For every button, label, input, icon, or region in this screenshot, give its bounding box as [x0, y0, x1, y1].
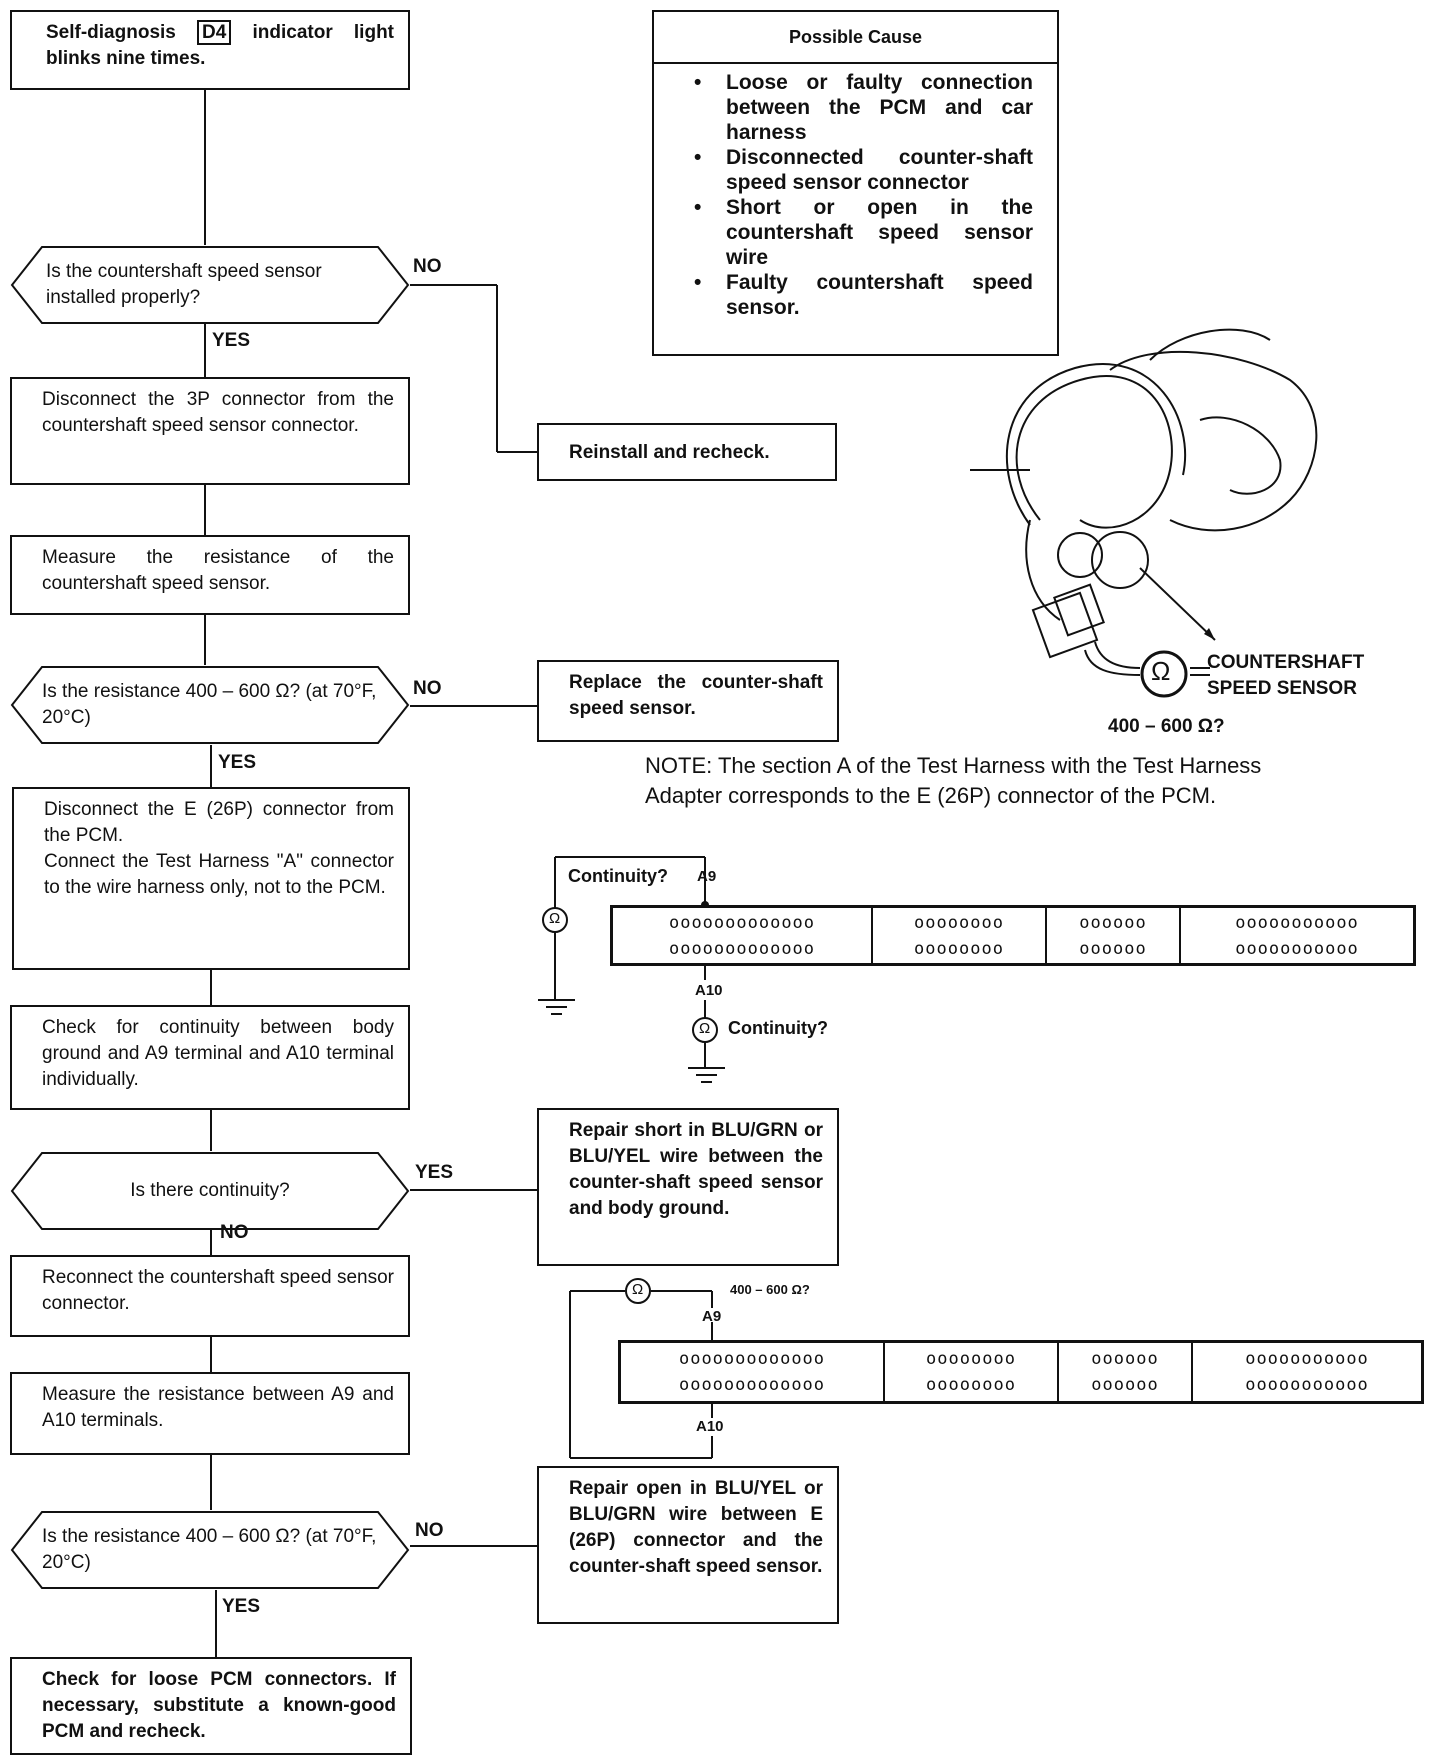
- pin-row: oooooooo: [914, 912, 1004, 933]
- resistance-range-label: 400 – 600 Ω?: [730, 1282, 810, 1297]
- decision-shape: [10, 1152, 410, 1230]
- action-reconnect: Reconnect the countershaft speed sensor …: [10, 1255, 410, 1337]
- sensor-caption-line2: SPEED SENSOR: [1207, 678, 1357, 699]
- decision-shape: [10, 666, 410, 744]
- decision-text: Is the countershaft speed sensor install…: [46, 261, 322, 308]
- connector-segment: ooooooooooo ooooooooooo: [1193, 1343, 1421, 1401]
- sensor-caption-line1: COUNTERSHAFT: [1207, 652, 1365, 673]
- action-repair-short: Repair short in BLU/GRN or BLU/YEL wire …: [537, 1108, 839, 1266]
- ohm-symbol-2: Ω: [699, 1020, 711, 1037]
- label-yes-1: YES: [212, 330, 251, 351]
- connector-segment: oooooo oooooo: [1059, 1343, 1193, 1401]
- decision-sensor-installed: Is the countershaft speed sensor install…: [10, 245, 410, 325]
- action-measure-a9-a10: Measure the resistance between A9 and A1…: [10, 1372, 410, 1455]
- label-no-3: NO: [220, 1222, 249, 1243]
- label-no-1: NO: [413, 256, 442, 277]
- decision-shape: [10, 1511, 410, 1589]
- label-yes-2: YES: [218, 752, 257, 773]
- pin-row: ooooooooooooo: [668, 912, 816, 933]
- pin-a10-label-2: A10: [696, 1418, 724, 1435]
- action-disconnect-e: Disconnect the E (26P) connector from th…: [12, 787, 410, 970]
- pin-row: oooooo: [1079, 912, 1147, 933]
- label-no-2: NO: [413, 678, 442, 699]
- possible-cause-list: Loose or faulty connection between the P…: [654, 64, 1057, 320]
- decision-shape: [10, 246, 410, 324]
- sensor-resistance-range: 400 – 600 Ω?: [1108, 716, 1225, 737]
- label-no-4: NO: [415, 1520, 444, 1541]
- label-yes-4: YES: [222, 1596, 261, 1617]
- pin-row: ooooooooooooo: [678, 1375, 826, 1395]
- connector-segment: ooooooooooo ooooooooooo: [1181, 908, 1413, 963]
- pin-a9-label-1: A9: [697, 868, 717, 885]
- connector-segment: ooooooooooooo ooooooooooooo: [621, 1343, 885, 1401]
- connector-segment: oooooooo oooooooo: [873, 908, 1047, 963]
- connector-segment: oooooo oooooo: [1047, 908, 1181, 963]
- possible-cause-panel: Possible Cause Loose or faulty connectio…: [652, 10, 1059, 356]
- pin-row: ooooooooooooo: [668, 938, 816, 959]
- decision-text: Is the resistance 400 – 600 Ω? (at 70°F,…: [42, 1526, 377, 1573]
- pin-row: oooooo: [1091, 1349, 1159, 1369]
- pin-row: ooooooooooo: [1235, 938, 1359, 959]
- action-measure-sensor: Measure the resistance of the countersha…: [10, 535, 410, 615]
- decision-continuity: Is there continuity?: [10, 1151, 410, 1231]
- continuity-label-bottom: Continuity?: [728, 1018, 828, 1038]
- pin-row: oooooooo: [914, 938, 1004, 959]
- decision-resistance-2: Is the resistance 400 – 600 Ω? (at 70°F,…: [10, 1510, 410, 1590]
- decision-text: Is there continuity?: [130, 1180, 290, 1201]
- pin-row: oooooo: [1079, 938, 1147, 959]
- ohm-symbol-1: Ω: [549, 910, 561, 927]
- continuity-label-top: Continuity?: [568, 866, 668, 886]
- action-reinstall: Reinstall and recheck.: [537, 423, 837, 481]
- decision-text: Is the resistance 400 – 600 Ω? (at 70°F,…: [42, 681, 377, 728]
- pin-row: ooooooooooo: [1245, 1375, 1369, 1395]
- pin-row: ooooooooooooo: [678, 1349, 826, 1369]
- action-check-pcm: Check for loose PCM connectors. If neces…: [10, 1657, 412, 1755]
- connector-segment: ooooooooooooo ooooooooooooo: [613, 908, 873, 963]
- start-text-pre: Self-diagnosis: [46, 22, 176, 43]
- pin-row: oooooooo: [926, 1349, 1016, 1369]
- pin-row: ooooooooooo: [1245, 1349, 1369, 1369]
- possible-cause-heading: Possible Cause: [654, 12, 1057, 64]
- cause-item: Disconnected counter-shaft speed sensor …: [694, 145, 1033, 195]
- decision-resistance-1: Is the resistance 400 – 600 Ω? (at 70°F,…: [10, 665, 410, 745]
- d4-indicator-badge: D4: [197, 20, 232, 45]
- start-text-post: indicator light blinks nine times.: [46, 22, 394, 69]
- action-check-continuity: Check for continuity between body ground…: [10, 1005, 410, 1110]
- ohmmeter-symbol: Ω: [1151, 656, 1171, 686]
- cause-item: Short or open in the countershaft speed …: [694, 195, 1033, 270]
- cause-item: Loose or faulty connection between the P…: [694, 70, 1033, 145]
- label-yes-3: YES: [415, 1162, 454, 1183]
- flow-start-box: Self-diagnosis D4 indicator light blinks…: [10, 10, 410, 90]
- action-repair-open: Repair open in BLU/YEL or BLU/GRN wire b…: [537, 1466, 839, 1624]
- pin-a10-label-1: A10: [695, 982, 723, 999]
- connector-segment: oooooooo oooooooo: [885, 1343, 1059, 1401]
- ohm-symbol-3: Ω: [632, 1281, 644, 1298]
- pin-a9-label-2: A9: [702, 1308, 722, 1325]
- pin-row: ooooooooooo: [1235, 912, 1359, 933]
- cause-item: Faulty countershaft speed sensor.: [694, 270, 1033, 320]
- action-disconnect-3p: Disconnect the 3P connector from the cou…: [10, 377, 410, 485]
- pin-row: oooooo: [1091, 1375, 1159, 1395]
- pin-row: oooooooo: [926, 1375, 1016, 1395]
- action-replace-sensor: Replace the counter-shaft speed sensor.: [537, 660, 839, 742]
- harness-note: NOTE: The section A of the Test Harness …: [645, 753, 1262, 808]
